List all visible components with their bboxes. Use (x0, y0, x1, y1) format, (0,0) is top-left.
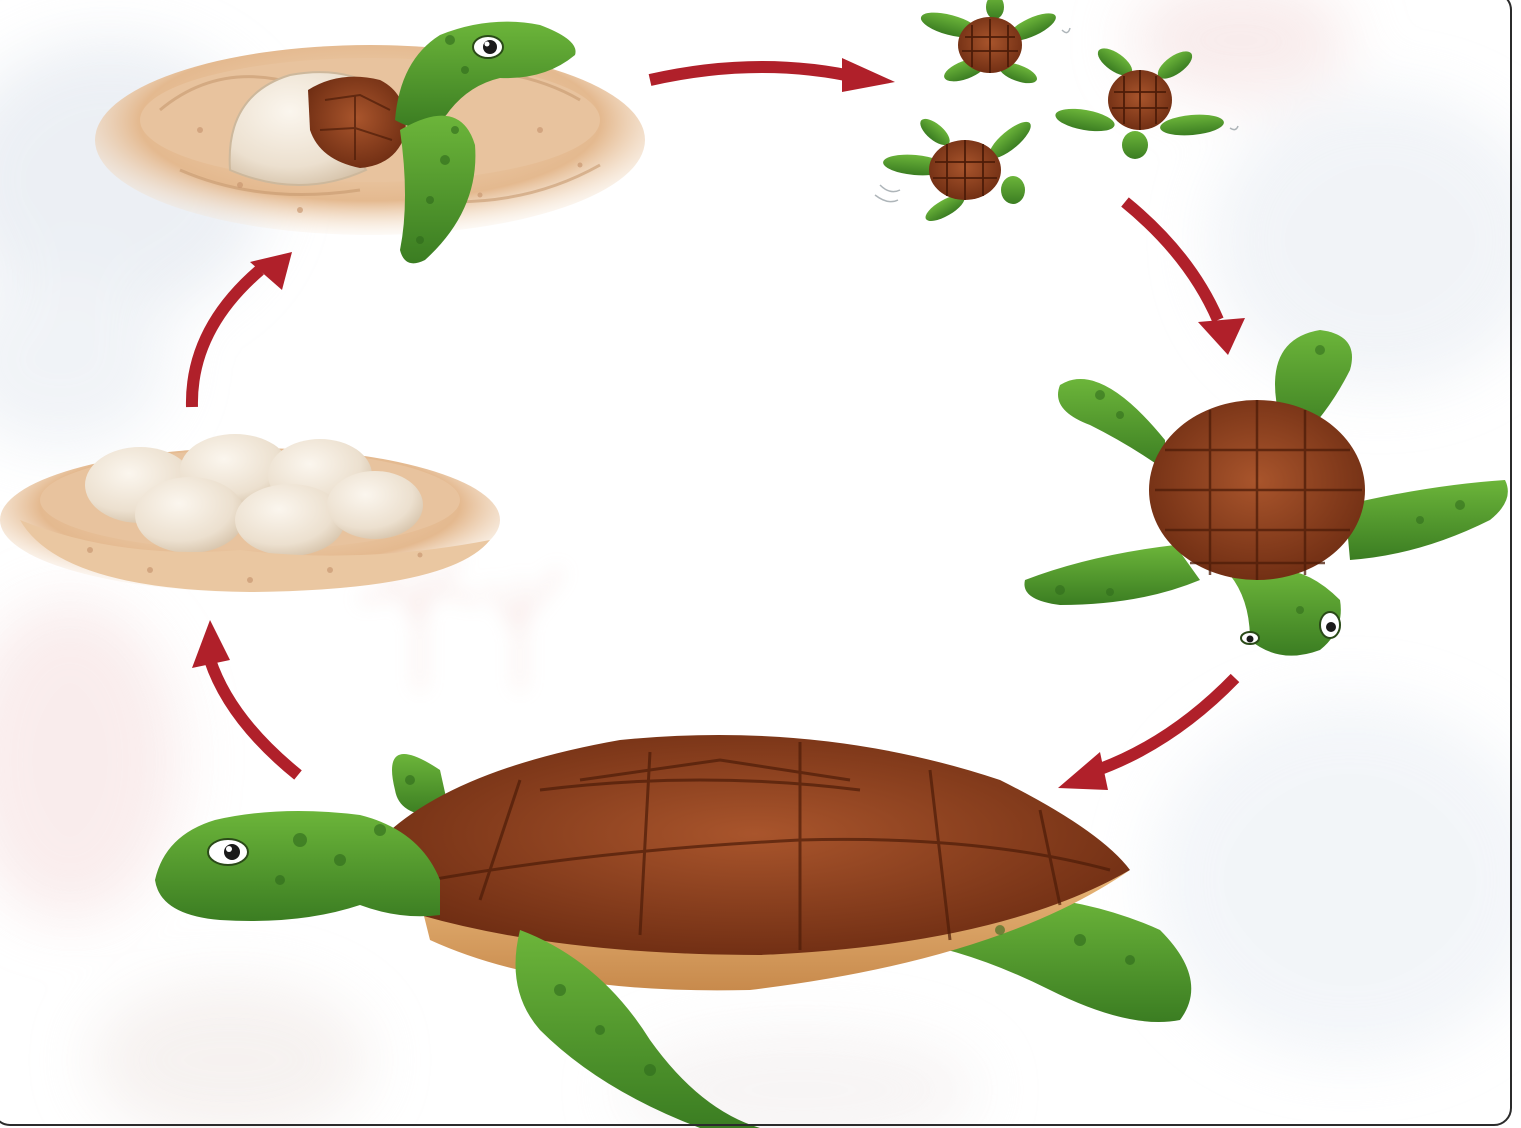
hatchling-flipper (400, 116, 475, 264)
baby-turtle (918, 0, 1059, 87)
arrow-head (1058, 752, 1108, 790)
arrow-head (842, 58, 895, 92)
front-flipper-left (1058, 379, 1165, 470)
rear-flipper-left (1024, 545, 1200, 605)
egg (235, 484, 345, 556)
baby-turtle (882, 114, 1035, 226)
arrow-head (1198, 318, 1245, 355)
egg (327, 471, 423, 539)
stage-hatchlings (875, 0, 1238, 226)
arrow-juvenile-to-adult (1092, 678, 1235, 772)
stage-hatching (95, 22, 645, 264)
arrow-hatchlings-to-juvenile (1125, 202, 1218, 320)
stage-adult (155, 735, 1191, 1128)
baby-turtle (1054, 43, 1225, 159)
rear-flipper-right (1345, 480, 1508, 560)
stage-eggs (0, 434, 500, 592)
arrow-adult-to-eggs (210, 660, 298, 775)
arrow-hatching-to-hatchlings (650, 67, 860, 80)
egg (135, 477, 245, 553)
stage-juvenile (1024, 330, 1507, 656)
arrow-head (192, 620, 230, 668)
arrow-eggs-to-hatching (192, 270, 260, 407)
